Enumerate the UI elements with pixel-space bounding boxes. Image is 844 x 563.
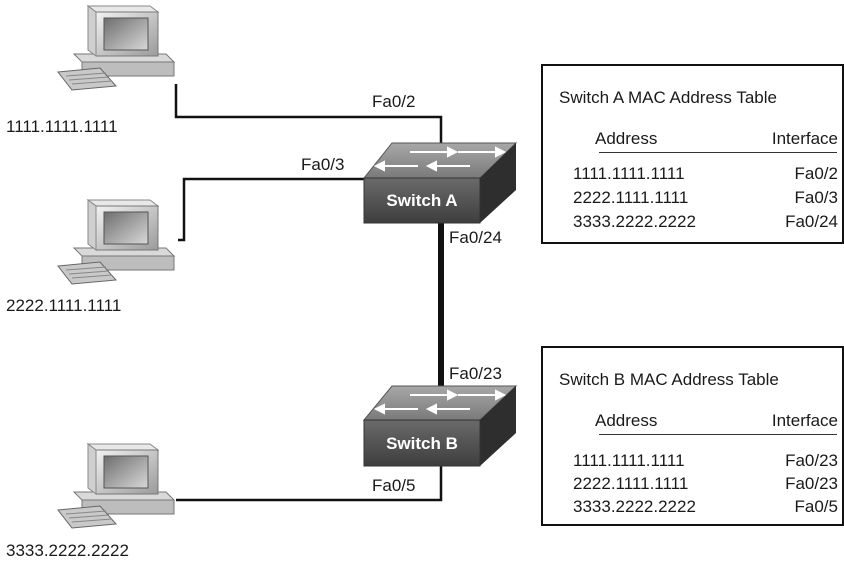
host-pc-1 [57, 5, 175, 91]
port-label-fa0-23: Fa0/23 [449, 364, 502, 383]
row-interface: Fa0/24 [785, 212, 838, 231]
host-2-mac-label: 2222.1111.1111 [6, 296, 122, 315]
switch-a: Switch A [362, 142, 518, 224]
table-row: 1111.1111.1111 Fa0/23 [543, 451, 842, 475]
column-header-address: Address [595, 411, 658, 430]
row-interface: Fa0/2 [794, 164, 838, 183]
port-label-fa0-24: Fa0/24 [449, 228, 502, 247]
column-header-address: Address [595, 129, 658, 148]
host-1-mac-label: 1111.1111.1111 [6, 117, 118, 136]
table-row: 2222.1111.1111 Fa0/3 [543, 188, 842, 212]
link-host1-switch-a [174, 84, 443, 150]
row-address: 1111.1111.1111 [573, 164, 685, 183]
column-header-interface: Interface [771, 411, 838, 430]
header-rule [599, 434, 837, 435]
link-host2-switch-a [178, 177, 372, 242]
row-address: 2222.1111.1111 [573, 188, 689, 207]
table-title: Switch B MAC Address Table [559, 370, 779, 389]
switch-b: Switch B [362, 385, 518, 467]
host-pc-3 [57, 443, 175, 529]
header-rule [599, 152, 837, 153]
row-interface: Fa0/5 [794, 497, 838, 516]
table-row: 1111.1111.1111 Fa0/2 [543, 164, 842, 188]
column-header-interface: Interface [771, 129, 838, 148]
row-interface: Fa0/23 [785, 451, 838, 470]
table-title: Switch A MAC Address Table [559, 88, 777, 107]
table-row: 2222.1111.1111 Fa0/23 [543, 474, 842, 498]
table-row: 3333.2222.2222 Fa0/5 [543, 497, 842, 521]
switch-arrows-icon [373, 146, 507, 172]
host-pc-2 [57, 199, 175, 285]
links [174, 84, 444, 502]
host-3-mac-label: 3333.2222.2222 [6, 541, 129, 560]
computer-icon [57, 443, 175, 529]
port-label-fa0-3: Fa0/3 [301, 155, 345, 174]
row-address: 1111.1111.1111 [573, 451, 685, 470]
computer-icon [57, 5, 175, 91]
switch-a-mac-table: Switch A MAC Address Table Address Inter… [541, 64, 844, 244]
row-address: 3333.2222.2222 [573, 212, 696, 231]
computer-icon [57, 199, 175, 285]
switch-arrows-icon [373, 389, 507, 415]
switch-a-label: Switch A [386, 191, 457, 210]
port-label-fa0-2: Fa0/2 [372, 92, 416, 111]
row-address: 2222.1111.1111 [573, 474, 689, 493]
link-host3-switch-b [176, 458, 443, 502]
row-address: 3333.2222.2222 [573, 497, 696, 516]
switch-b-label: Switch B [386, 434, 458, 453]
table-row: 3333.2222.2222 Fa0/24 [543, 212, 842, 236]
row-interface: Fa0/23 [785, 474, 838, 493]
switch-b-mac-table: Switch B MAC Address Table Address Inter… [541, 346, 844, 526]
row-interface: Fa0/3 [794, 188, 838, 207]
port-label-fa0-5: Fa0/5 [372, 476, 416, 495]
